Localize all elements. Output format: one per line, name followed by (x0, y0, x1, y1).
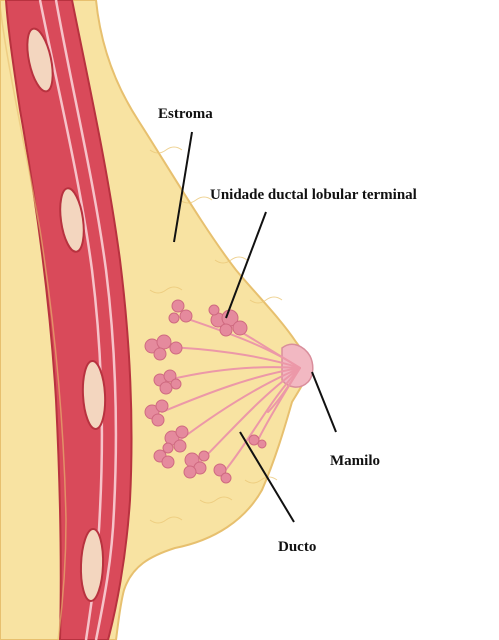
label-ducto: Ducto (278, 539, 316, 555)
label-estroma: Estroma (158, 106, 213, 122)
mamilo-leader-line (312, 372, 336, 432)
label-mamilo: Mamilo (330, 453, 380, 469)
label-unidade-ductal-lobular-terminal: Unidade ductal lobular terminal (210, 187, 417, 203)
